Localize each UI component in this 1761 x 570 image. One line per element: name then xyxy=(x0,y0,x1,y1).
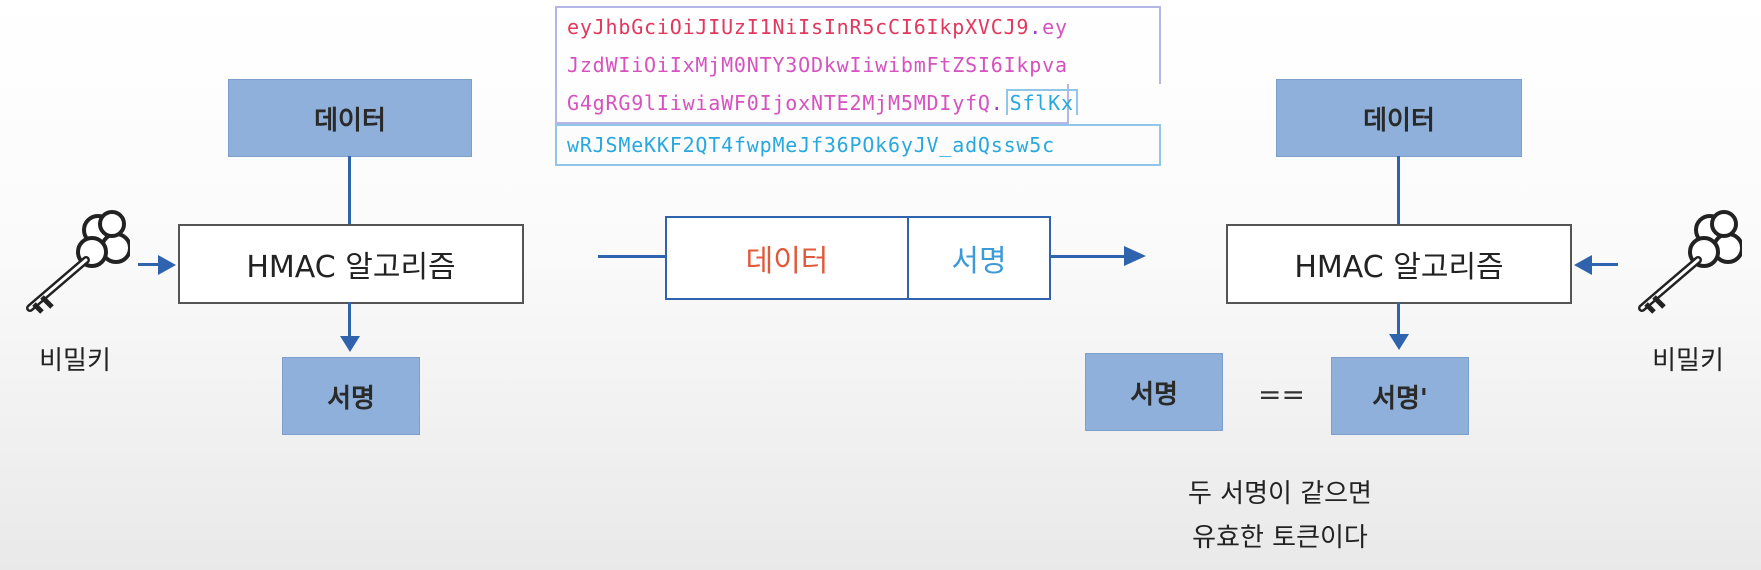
left-key-connector xyxy=(138,263,162,266)
message-packet: 데이터 서명 xyxy=(665,216,1051,300)
token-payload-text: G4gRG9lIiwiaWF0IjoxNTE2MjM5MDIyfQ xyxy=(567,91,991,115)
left-data-label: 데이터 xyxy=(314,105,386,136)
received-signature-box: 서명 xyxy=(1085,353,1223,431)
right-down-arrowhead xyxy=(1389,334,1409,350)
left-key-icon xyxy=(20,208,130,318)
token-payload-text: ey xyxy=(1042,15,1068,39)
token-line-4: wRJSMeKKF2QT4fwpMeJf36POk6yJV_adQssw5c xyxy=(555,124,1161,166)
jwt-token-block: eyJhbGciOiJIUzI1NiIsInR5cCI6IkpXVCJ9.ey … xyxy=(555,6,1161,166)
packet-data-label: 데이터 xyxy=(745,244,829,279)
right-key-icon xyxy=(1632,208,1742,318)
equals-sign: == xyxy=(1258,378,1305,411)
validity-note-line-1: 두 서명이 같으면 xyxy=(1188,479,1372,509)
token-header-text: eyJhbGciOiJIUzI1NiIsInR5cCI6IkpXVCJ9 xyxy=(567,15,1030,39)
token-line-2: JzdWIiOiIxMjM0NTY3ODkwIiwibmFtZSI6Ikpva xyxy=(555,46,1161,84)
left-data-connector xyxy=(348,156,351,224)
left-output-connector xyxy=(348,302,351,342)
validity-note: 두 서명이 같으면 유효한 토큰이다 xyxy=(1130,472,1430,560)
packet-data-segment: 데이터 xyxy=(667,218,909,298)
computed-signature-box: 서명' xyxy=(1331,357,1469,435)
token-payload-text: JzdWIiOiIxMjM0NTY3ODkwIiwibmFtZSI6Ikpva xyxy=(567,53,1068,77)
left-hmac-label: HMAC 알고리즘 xyxy=(246,250,456,285)
right-hmac-label: HMAC 알고리즘 xyxy=(1294,250,1504,285)
right-key-arrowhead xyxy=(1574,255,1592,275)
validity-note-line-2: 유효한 토큰이다 xyxy=(1192,523,1368,553)
received-signature-label: 서명 xyxy=(1130,379,1178,410)
left-hmac-box: HMAC 알고리즘 xyxy=(178,224,524,304)
token-dot: . xyxy=(1029,15,1043,39)
token-line-1: eyJhbGciOiJIUzI1NiIsInR5cCI6IkpXVCJ9.ey xyxy=(555,6,1161,46)
token-dot: . xyxy=(990,91,1004,115)
token-signature-text: SflKx xyxy=(1005,89,1078,115)
left-key-arrowhead xyxy=(158,255,176,275)
right-data-box: 데이터 xyxy=(1276,79,1522,157)
left-key-label: 비밀키 xyxy=(39,346,111,376)
packet-signature-label: 서명 xyxy=(951,244,1007,279)
right-hmac-box: HMAC 알고리즘 xyxy=(1226,224,1572,304)
packet-signature-segment: 서명 xyxy=(909,218,1049,298)
left-data-box: 데이터 xyxy=(228,79,472,157)
token-line-3: G4gRG9lIiwiaWF0IjoxNTE2MjM5MDIyfQ.SflKx xyxy=(555,84,1078,124)
right-output-connector xyxy=(1397,302,1400,338)
packet-right-connector xyxy=(1049,255,1129,258)
left-signature-label: 서명 xyxy=(327,383,375,414)
computed-signature-label: 서명' xyxy=(1372,383,1428,414)
token-signature-text: wRJSMeKKF2QT4fwpMeJf36POk6yJV_adQssw5c xyxy=(567,133,1055,157)
right-key-connector xyxy=(1592,263,1618,266)
left-signature-box: 서명 xyxy=(282,357,420,435)
packet-arrowhead xyxy=(1124,246,1146,266)
right-data-label: 데이터 xyxy=(1363,105,1435,136)
right-data-connector xyxy=(1397,156,1400,224)
left-down-arrowhead xyxy=(340,336,360,352)
right-key-label: 비밀키 xyxy=(1652,346,1724,376)
packet-left-connector xyxy=(598,255,665,258)
